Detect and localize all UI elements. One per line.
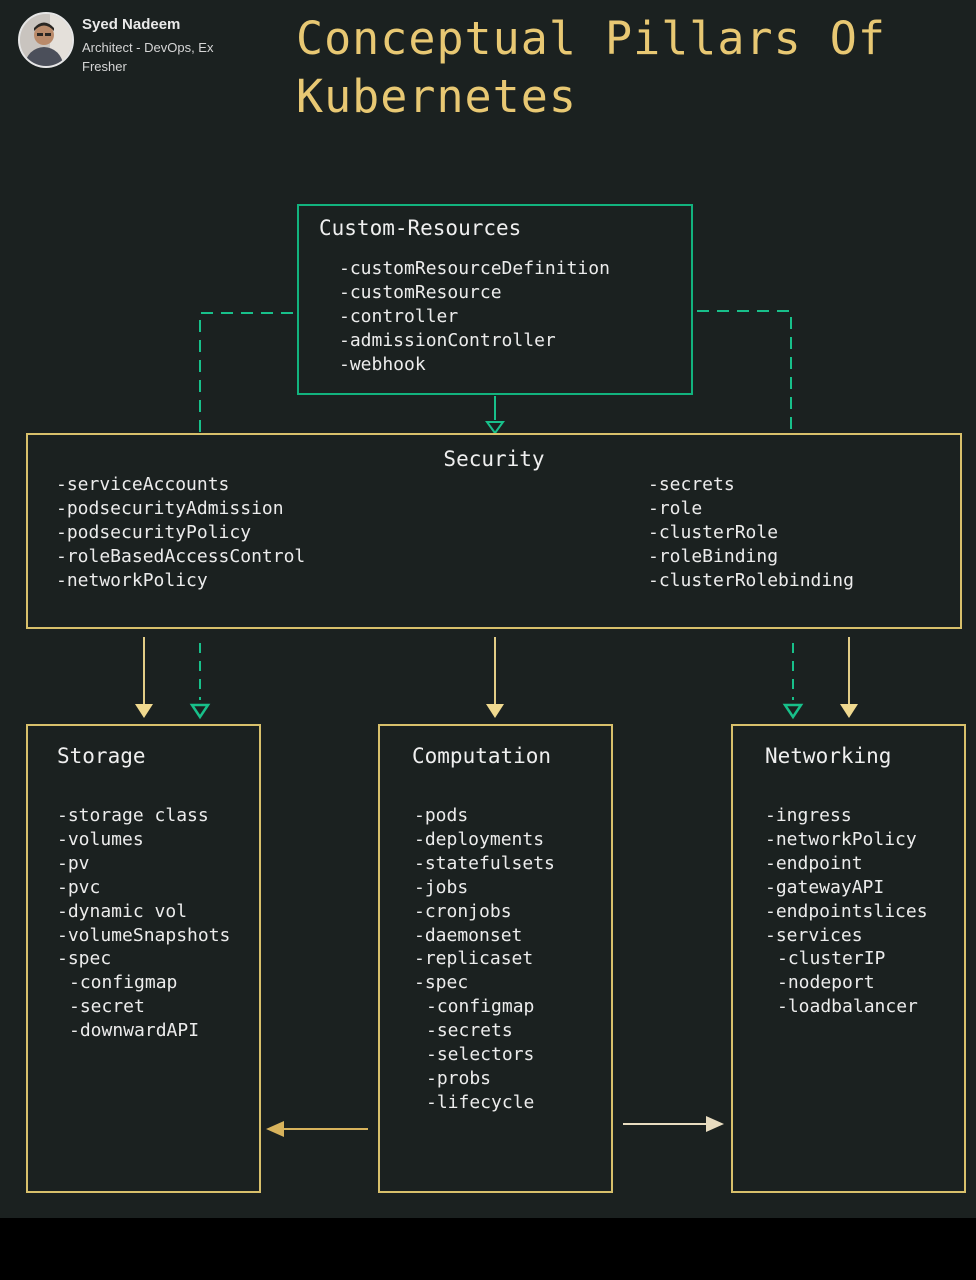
list-item: -jobs [414, 876, 469, 898]
sub-list-item: -configmap [69, 972, 178, 994]
edge-custom-resources-to-storage [189, 312, 293, 720]
storage-list: -storage class-volumes-pv-pvc-dynamic vo… [57, 804, 230, 1043]
sub-list-item: -nodeport [777, 972, 875, 994]
list-item: -endpointslices [765, 900, 928, 922]
security-left-list: -serviceAccounts -podsecurityAdmission -… [56, 473, 305, 593]
sub-list-item: -probs [426, 1067, 492, 1089]
networking-list: -ingress-networkPolicy-endpoint-gatewayA… [765, 804, 928, 1019]
edge-security-to-networking [840, 637, 858, 718]
list-item: -statefulsets [414, 852, 555, 874]
custom-resources-list: -customResourceDefinition -customResourc… [339, 257, 610, 377]
author-role: Architect - DevOps, Ex Fresher [82, 40, 214, 74]
sub-list-item: -clusterIP [777, 948, 886, 970]
arrowhead-icon [782, 703, 804, 720]
list-item: -clusterRole [648, 521, 779, 543]
custom-resources-heading: Custom-Resources [319, 216, 522, 240]
author-name[interactable]: Syed Nadeem [82, 16, 181, 33]
list-item: -endpoint [765, 852, 863, 874]
list-item: -clusterRolebinding [648, 569, 854, 591]
diagram-canvas: Syed Nadeem Architect - DevOps, Ex Fresh… [0, 0, 976, 1218]
sub-list-item: -secret [69, 996, 145, 1018]
list-item: -networkPolicy [765, 828, 917, 850]
list-item: -podsecurityPolicy [56, 521, 252, 543]
computation-list: -pods-deployments-statefulsets-jobs-cron… [414, 804, 555, 1115]
list-item: -pods [414, 805, 469, 826]
sub-list-item: -lifecycle [426, 1091, 535, 1113]
storage-box: Storage -storage class-volumes-pv-pvc-dy… [26, 724, 261, 1193]
sub-list-item: -selectors [426, 1044, 535, 1066]
list-item: -podsecurityAdmission [56, 497, 284, 519]
list-item: -roleBasedAccessControl [56, 545, 306, 567]
edge-custom-resources-to-security [485, 396, 505, 435]
storage-heading: Storage [57, 744, 146, 768]
bottom-band [0, 1218, 976, 1280]
computation-heading: Computation [412, 744, 552, 768]
list-item: -networkPolicy [56, 569, 208, 591]
list-item: -customResourceDefinition [339, 258, 610, 279]
list-item: -secrets [648, 474, 735, 495]
edge-security-to-computation [486, 637, 504, 718]
list-item: -gatewayAPI [765, 876, 885, 898]
list-item: -dynamic vol [57, 900, 188, 922]
computation-box: Computation -pods-deployments-statefulse… [378, 724, 613, 1193]
list-item: -webhook [339, 353, 426, 375]
list-item: -admissionController [339, 329, 556, 351]
list-item: -volumes [57, 828, 144, 850]
sub-list-item: -loadbalancer [777, 996, 918, 1018]
security-heading: Security [443, 447, 545, 471]
list-item: -serviceAccounts [56, 474, 230, 495]
arrowhead-icon [840, 704, 858, 718]
edge-computation-to-storage [266, 1121, 368, 1137]
list-item: -ingress [765, 805, 852, 826]
list-item: -controller [339, 305, 459, 327]
edge-security-to-storage [135, 637, 153, 718]
networking-heading: Networking [765, 744, 892, 768]
arrowhead-icon [485, 421, 505, 435]
list-item: -services [765, 924, 863, 946]
list-item: -storage class [57, 805, 209, 826]
custom-resources-box: Custom-Resources -customResourceDefiniti… [297, 204, 693, 395]
arrowhead-icon [135, 704, 153, 718]
connector-lines [135, 310, 858, 1137]
list-item: -daemonset [414, 924, 523, 946]
sub-list-item: -downwardAPI [69, 1020, 200, 1042]
list-item: -replicaset [414, 948, 534, 970]
edge-computation-to-networking [623, 1116, 724, 1132]
list-item: -pvc [57, 876, 101, 898]
list-item: -customResource [339, 281, 502, 303]
arrowhead-icon [706, 1116, 724, 1132]
list-item: -spec [57, 948, 112, 970]
security-box: Security -serviceAccounts -podsecurityAd… [26, 433, 962, 629]
page-title: Conceptual Pillars Of Kubernetes [296, 12, 886, 123]
security-right-list: -secrets -role -clusterRole -roleBinding… [648, 473, 854, 593]
arrowhead-icon [189, 703, 211, 720]
arrowhead-icon [486, 704, 504, 718]
list-item: -deployments [414, 828, 545, 850]
list-item: -spec [414, 972, 469, 994]
person-icon [20, 14, 72, 66]
author-avatar[interactable] [18, 12, 74, 68]
list-item: -role [648, 497, 703, 519]
edge-custom-resources-to-networking [697, 310, 804, 720]
sub-list-item: -configmap [426, 996, 535, 1018]
list-item: -cronjobs [414, 900, 512, 922]
list-item: -pv [57, 852, 90, 874]
author-header: Syed Nadeem Architect - DevOps, Ex Fresh… [18, 12, 278, 74]
sub-list-item: -secrets [426, 1020, 513, 1042]
list-item: -volumeSnapshots [57, 924, 231, 946]
list-item: -roleBinding [648, 545, 779, 567]
arrowhead-icon [266, 1121, 284, 1137]
networking-box: Networking -ingress-networkPolicy-endpoi… [731, 724, 966, 1193]
